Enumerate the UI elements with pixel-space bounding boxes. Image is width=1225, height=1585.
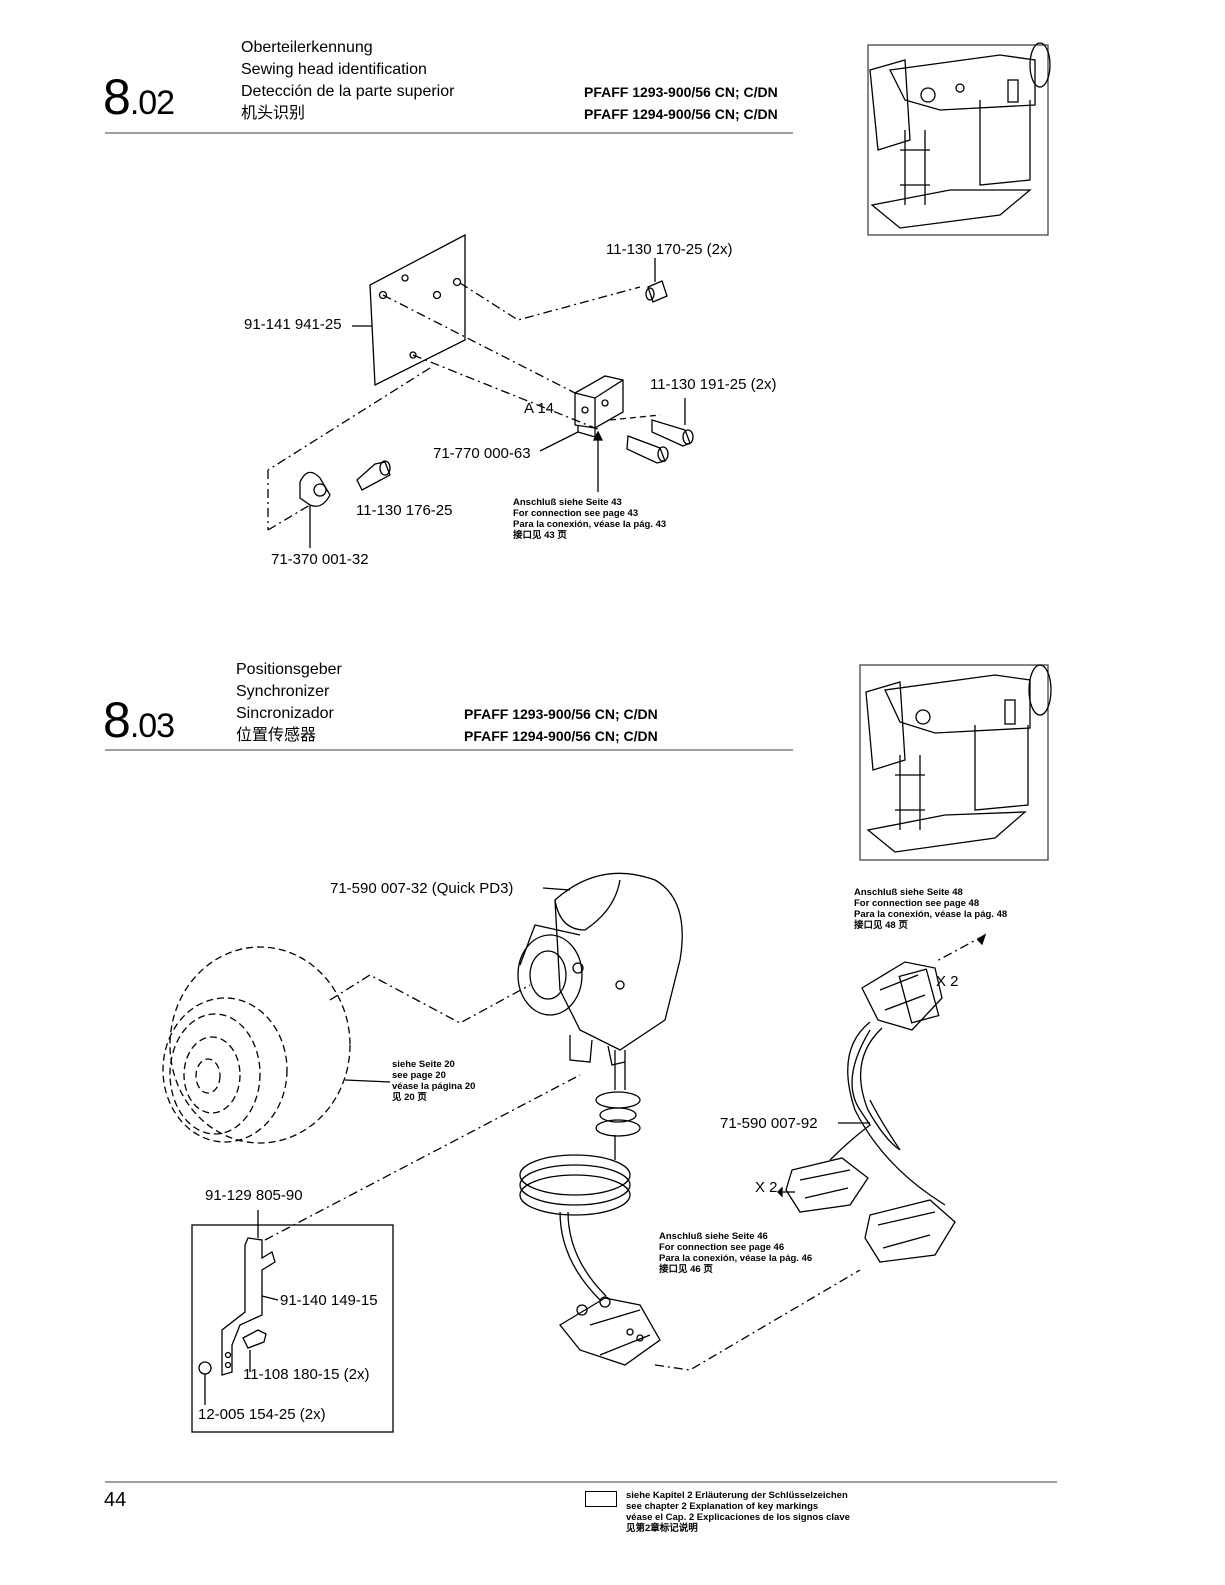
part-label: 11-130 191-25 (2x) [650,376,777,393]
section-803-models: PFAFF 1293-900/56 CN; C/DN PFAFF 1294-90… [464,703,658,747]
page-number: 44 [104,1489,127,1511]
section-803-major: 8 [103,692,131,748]
section-803-model-1: PFAFF 1293-900/56 CN; C/DN [464,706,658,722]
reference-note-20: siehe Seite 20 see page 20 véase la pági… [392,1059,475,1103]
key-marking-box-icon [585,1491,617,1507]
section-803-title-en: Synchronizer [236,683,330,700]
part-label: 71-590 007-92 [720,1115,818,1132]
note-line: siehe Kapitel 2 Erläuterung der Schlüsse… [626,1490,848,1501]
note-line: véase la página 20 [392,1081,476,1092]
note-line: Anschluß siehe Seite 46 [659,1231,768,1242]
sewing-machine-thumbnail-1 [867,42,1051,236]
part-label: 11-130 176-25 [356,502,453,519]
key-marking-note: siehe Kapitel 2 Erläuterung der Schlüsse… [626,1490,850,1534]
connector-label: X 2 [936,973,959,990]
note-line: 接口见 46 页 [659,1264,713,1275]
note-line: see page 20 [392,1070,446,1081]
section-802-title-es: Detección de la parte superior [241,83,455,100]
section-802-title-de: Oberteilerkennung [241,39,373,56]
part-label: 11-108 180-15 (2x) [243,1366,370,1383]
note-line: Anschluß siehe Seite 43 [513,497,622,508]
part-label: 71-770 000-63 [433,445,531,462]
part-label: 91-129 805-90 [205,1187,303,1204]
sewing-machine-thumbnail-2 [859,664,1052,861]
section-802-minor: .02 [129,84,175,122]
note-line: For connection see page 46 [659,1242,785,1253]
connection-note-46: Anschluß siehe Seite 46 For connection s… [659,1231,812,1275]
section-802-exploded-view [267,233,694,548]
section-802-titles: Oberteilerkennung Sewing head identifica… [241,37,454,125]
part-label: 91-141 941-25 [244,316,342,333]
section-803-title-zh: 位置传感器 [236,727,317,744]
section-803-number: 8.03 [103,692,175,751]
connection-note-43: Anschluß siehe Seite 43 For connection s… [513,497,666,541]
connector-label: X 2 [755,1179,778,1196]
part-label: 11-130 170-25 (2x) [606,241,733,258]
note-line: Anschluß siehe Seite 48 [854,887,963,898]
note-line: véase el Cap. 2 Explicaciones de los sig… [626,1512,850,1523]
note-line: For connection see page 48 [854,898,980,909]
part-label: A 14 [524,400,555,417]
section-803-exploded-view [162,872,987,1433]
note-line: 见第2章标记说明 [626,1523,698,1534]
section-803-title-es: Sincronizador [236,705,334,722]
section-802-model-2: PFAFF 1294-900/56 CN; C/DN [584,106,778,122]
note-line: siehe Seite 20 [392,1059,455,1070]
note-line: 接口见 48 页 [854,920,908,931]
section-803-model-2: PFAFF 1294-900/56 CN; C/DN [464,728,658,744]
note-line: Para la conexión, véase la pág. 48 [854,909,1008,920]
section-802-major: 8 [103,69,131,125]
section-802-model-1: PFAFF 1293-900/56 CN; C/DN [584,84,778,100]
section-802-models: PFAFF 1293-900/56 CN; C/DN PFAFF 1294-90… [584,81,778,125]
connection-note-48: Anschluß siehe Seite 48 For connection s… [854,887,1007,931]
part-label: 12-005 154-25 (2x) [198,1406,326,1423]
part-label: 91-140 149-15 [280,1292,378,1309]
note-line: Para la conexión, véase la pág. 46 [659,1253,813,1264]
section-802-number: 8.02 [103,69,175,128]
note-line: see chapter 2 Explanation of key marking… [626,1501,819,1512]
section-802-title-en: Sewing head identification [241,61,427,78]
part-label: 71-590 007-32 (Quick PD3) [330,880,514,897]
note-line: For connection see page 43 [513,508,639,519]
section-802-title-zh: 机头识别 [241,105,306,122]
note-line: 见 20 页 [392,1092,427,1103]
section-803-title-de: Positionsgeber [236,661,342,678]
section-803-titles: Positionsgeber Synchronizer Sincronizado… [236,659,342,747]
section-803-minor: .03 [129,707,175,745]
note-line: Para la conexión, véase la pág. 43 [513,519,667,530]
note-line: 接口见 43 页 [513,530,567,541]
part-label: 71-370 001-32 [271,551,369,568]
